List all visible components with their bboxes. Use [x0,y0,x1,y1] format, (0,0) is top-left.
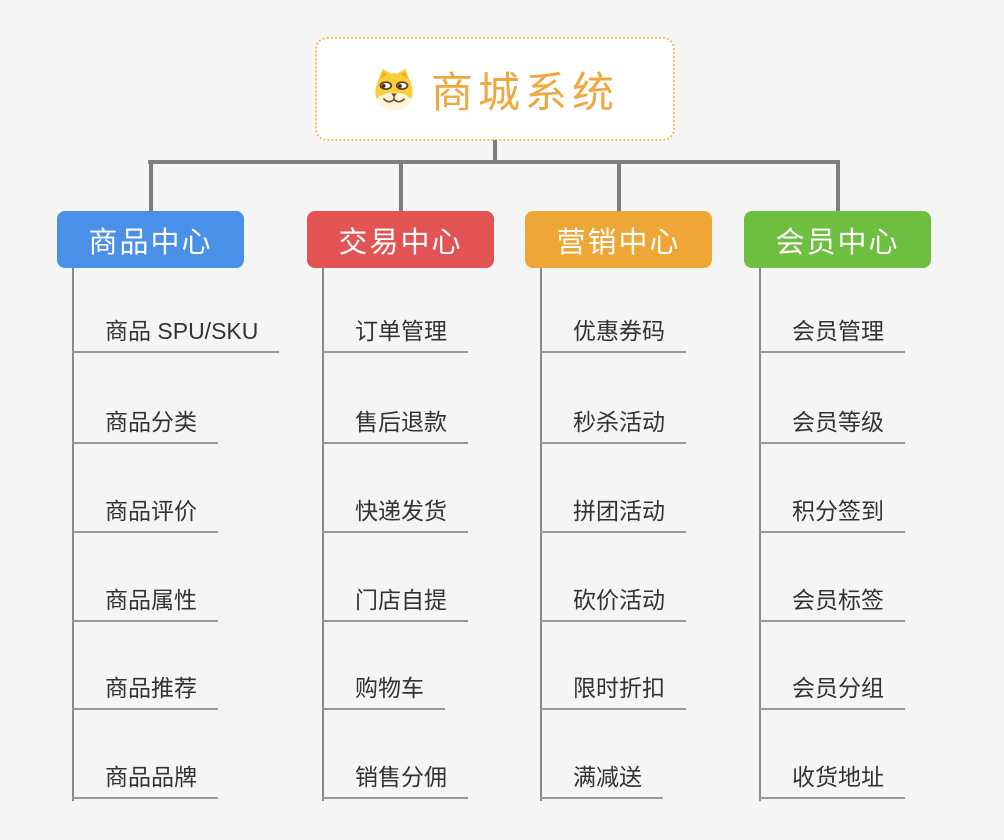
leaf-node[interactable]: 订单管理 [322,317,468,353]
branch-drop-connector [398,160,403,211]
branch-trunk-connector [322,268,324,801]
leaf-node[interactable]: 商品评价 [72,497,218,533]
leaf-node[interactable]: 拼团活动 [540,497,686,533]
leaf-node[interactable]: 销售分佣 [322,763,468,799]
branch-node[interactable]: 会员中心 [744,211,931,268]
branch-drop-connector [835,160,840,211]
leaf-node[interactable]: 限时折扣 [540,674,686,710]
leaf-node[interactable]: 砍价活动 [540,586,686,622]
leaf-node[interactable]: 门店自提 [322,586,468,622]
branch-node[interactable]: 交易中心 [307,211,494,268]
root-stem-connector [493,140,497,164]
branch-trunk-connector [72,268,74,801]
leaf-node[interactable]: 会员分组 [759,674,905,710]
horizontal-bar-connector [148,160,839,164]
leaf-node[interactable]: 商品属性 [72,586,218,622]
branch-trunk-connector [759,268,761,801]
branch-node[interactable]: 营销中心 [525,211,712,268]
leaf-node[interactable]: 售后退款 [322,408,468,444]
leaf-node[interactable]: 优惠券码 [540,317,686,353]
leaf-node[interactable]: 快递发货 [322,497,468,533]
branch-drop-connector [616,160,621,211]
leaf-node[interactable]: 收货地址 [759,763,905,799]
leaf-node[interactable]: 秒杀活动 [540,408,686,444]
leaf-node[interactable]: 会员管理 [759,317,905,353]
leaf-node[interactable]: 会员标签 [759,586,905,622]
leaf-node[interactable]: 满减送 [540,763,663,799]
doge-face-icon [371,66,417,112]
leaf-node[interactable]: 购物车 [322,674,445,710]
branch-trunk-connector [540,268,542,801]
branch-drop-connector [148,160,153,211]
leaf-node[interactable]: 商品品牌 [72,763,218,799]
leaf-node[interactable]: 商品 SPU/SKU [72,317,280,353]
leaf-node[interactable]: 会员等级 [759,408,905,444]
root-node[interactable]: 商城系统 [315,37,675,141]
leaf-node[interactable]: 积分签到 [759,497,905,533]
branch-node[interactable]: 商品中心 [57,211,244,268]
leaf-node[interactable]: 商品分类 [72,408,218,444]
root-title: 商城系统 [430,68,619,116]
leaf-node[interactable]: 商品推荐 [72,674,218,710]
